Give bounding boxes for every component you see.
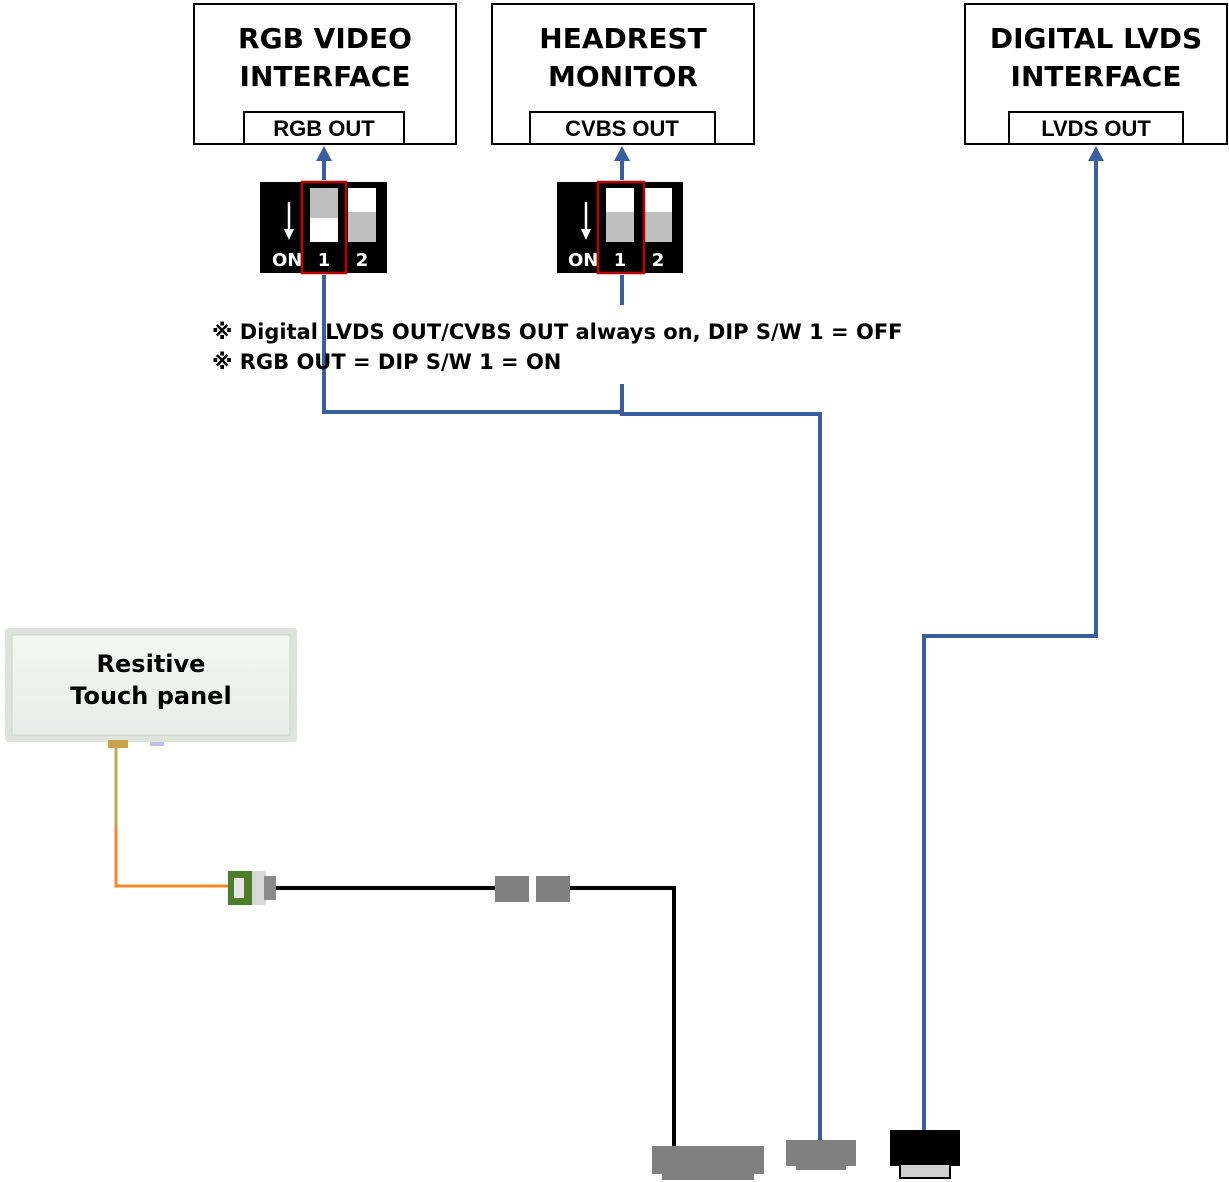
dip-switch-cvbs: ON 1 2 (557, 180, 683, 275)
dip-rgb-on-label: ON (272, 250, 302, 271)
dip-cvbs-switch1-highlight (596, 180, 646, 275)
dip-on-arrowhead-icon (284, 229, 294, 240)
touch-flex-cable (114, 828, 232, 888)
touch-panel-label-line2: Touch panel (70, 682, 231, 710)
rgb-line-bottom (322, 275, 622, 414)
lvds-out-label: LVDS OUT (1041, 116, 1151, 141)
dip-cvbs-switch2-label: 2 (652, 250, 665, 271)
lvds-out-port (1008, 111, 1184, 145)
dip-cvbs-switch2-knob (644, 188, 672, 212)
touch-panel-tail-contacts (108, 740, 128, 748)
dip-switch-rgb: ON 1 2 (260, 180, 387, 275)
cvbs-out-port (529, 111, 716, 145)
cvbs-out-label: CVBS OUT (565, 116, 679, 141)
lvds-main-connector (890, 1130, 960, 1179)
dip-rgb-switch2-knob (348, 188, 376, 212)
rgb-video-interface-box: RGB VIDEO INTERFACE RGB OUT (193, 3, 457, 145)
dip-rgb-switch1-label: 1 (318, 250, 331, 271)
dip-rgb-switch1-highlight (300, 180, 348, 275)
dip-cvbs-on-label: ON (568, 250, 598, 271)
note-line1: ※ Digital LVDS OUT/CVBS OUT always on, D… (212, 320, 903, 344)
lvds-arrow-icon (1088, 146, 1104, 161)
headrest-title-line1: HEADREST (539, 22, 706, 55)
signal-lines (322, 160, 1098, 1142)
rgb-out-port (243, 111, 405, 145)
headrest-monitor-box: HEADREST MONITOR CVBS OUT (491, 3, 755, 145)
touch-main-connector (652, 1146, 764, 1180)
rgb-out-label: RGB OUT (273, 116, 375, 141)
lvds-interface-title-line1: DIGITAL LVDS (990, 22, 1202, 55)
video-main-connector (786, 1140, 856, 1170)
headrest-title-line2: MONITOR (548, 60, 698, 93)
dip-cvbs-switch1-knob (606, 188, 634, 212)
rgb-interface-title-line2: INTERFACE (240, 60, 411, 93)
dip-cvbs-switch1-label: 1 (614, 250, 627, 271)
cvbs-line-bottom (620, 384, 822, 1142)
dip-rgb-switch2-label: 2 (356, 250, 369, 271)
note-line2: ※ RGB OUT = DIP S/W 1 = ON (212, 350, 561, 374)
rgb-arrow-icon (316, 146, 332, 161)
digital-lvds-interface-box: DIGITAL LVDS INTERFACE LVDS OUT (964, 3, 1228, 145)
dip-on-arrowhead-icon (581, 229, 591, 240)
inline-connector (495, 876, 570, 902)
rgb-interface-title-line1: RGB VIDEO (238, 22, 412, 55)
resistive-touch-panel: Resitive Touch panel (5, 628, 297, 748)
lvds-interface-title-line2: INTERFACE (1011, 60, 1182, 93)
dip-rgb-switch1-knob (310, 218, 338, 242)
touch-panel-label-line1: Resitive (97, 650, 206, 678)
cvbs-arrow-icon (614, 146, 630, 161)
touch-connector (228, 871, 276, 905)
touch-cable-segment2 (570, 886, 676, 1146)
lvds-line (922, 160, 1098, 1132)
